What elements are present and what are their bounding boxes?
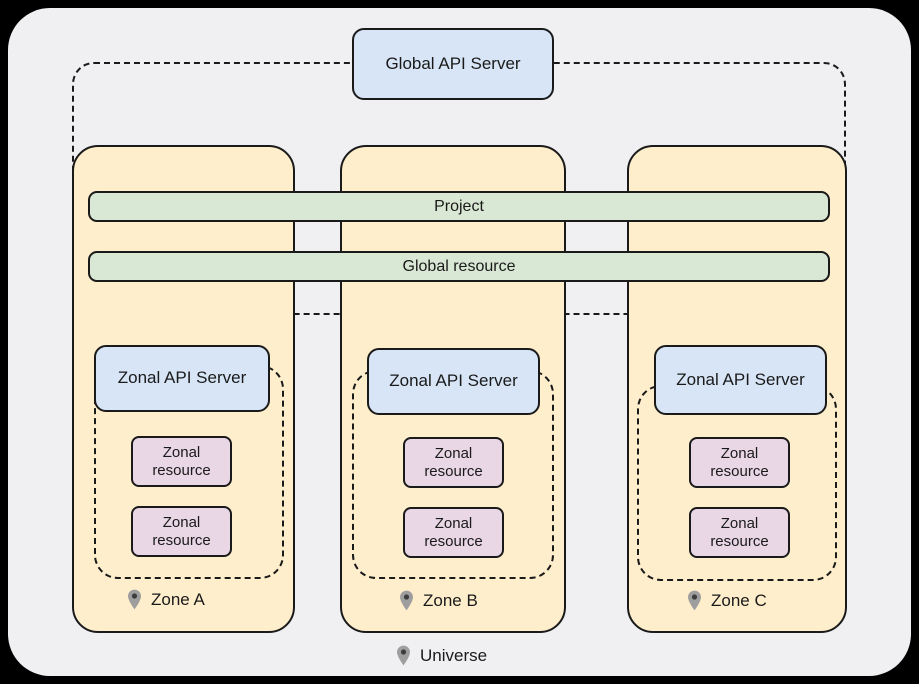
zonal-api-server-a[interactable]: Zonal API Server (94, 345, 270, 412)
zonal-resource-b-2[interactable]: Zonal resource (403, 507, 504, 558)
zone-c-caption: Zone C (687, 590, 767, 611)
zonal-api-server-c[interactable]: Zonal API Server (654, 345, 827, 415)
global-api-server[interactable]: Global API Server (352, 28, 554, 100)
zonal-resource-a-2-line1: Zonal (162, 513, 201, 531)
map-pin-icon (397, 645, 410, 666)
universe-label: Universe (420, 645, 488, 665)
zonal-api-server-b-label: Zonal API Server (389, 371, 518, 391)
project-bar-label: Project (434, 197, 484, 215)
zonal-resource-b-1[interactable]: Zonal resource (403, 437, 504, 488)
zone-b-caption: Zone B (399, 590, 478, 611)
zonal-resource-b-2-line1: Zonal (434, 514, 473, 532)
zonal-resource-c-2[interactable]: Zonal resource (689, 507, 790, 558)
zonal-resource-a-1-line2: resource (152, 461, 211, 479)
zonal-resource-b-1-line1: Zonal (434, 444, 473, 462)
project-bar[interactable]: Project (88, 191, 830, 222)
map-pin-icon (688, 590, 701, 611)
map-pin-icon (400, 590, 413, 611)
zonal-api-server-c-label: Zonal API Server (676, 369, 805, 389)
zonal-resource-b-1-line2: resource (424, 462, 483, 480)
zonal-api-server-a-label: Zonal API Server (117, 368, 247, 388)
zonal-resource-a-1[interactable]: Zonal resource (131, 436, 232, 487)
zone-c-label: Zone C (711, 590, 767, 610)
zone-b-label: Zone B (423, 590, 478, 610)
zonal-resource-c-1-line1: Zonal (720, 444, 759, 462)
zonal-resource-a-1-line1: Zonal (162, 443, 201, 461)
global-resource-bar[interactable]: Global resource (88, 251, 830, 282)
global-api-server-label: Global API Server (385, 53, 521, 73)
zonal-resource-c-2-line2: resource (710, 532, 769, 550)
map-pin-icon (128, 589, 141, 610)
zonal-resource-a-2-line2: resource (152, 531, 211, 549)
zonal-resource-c-1[interactable]: Zonal resource (689, 437, 790, 488)
zonal-resource-c-1-line2: resource (710, 462, 769, 480)
zonal-resource-c-2-line1: Zonal (720, 514, 759, 532)
zone-a-label: Zone A (151, 589, 205, 609)
zonal-resource-a-2[interactable]: Zonal resource (131, 506, 232, 557)
zonal-api-server-b[interactable]: Zonal API Server (367, 348, 540, 415)
global-resource-bar-label: Global resource (402, 257, 516, 275)
zonal-resource-b-2-line2: resource (424, 532, 483, 550)
universe-caption: Universe (396, 645, 487, 666)
zone-a-caption: Zone A (127, 589, 205, 610)
